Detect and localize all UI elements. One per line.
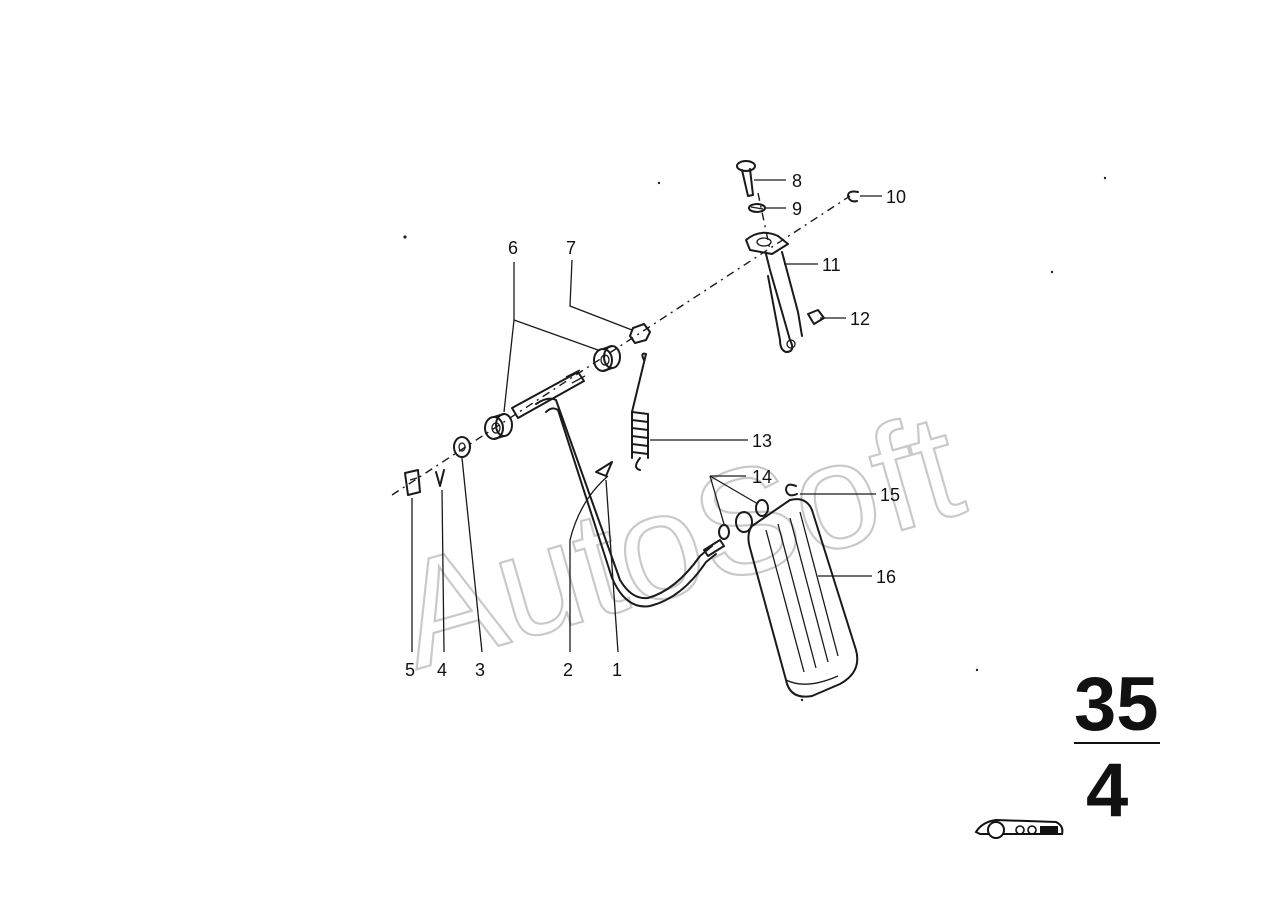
part-label-16: 16 [876, 567, 896, 587]
part-4-pin [435, 469, 445, 487]
part-3-washer [453, 436, 471, 458]
part-label-3: 3 [475, 660, 485, 680]
part-label-8: 8 [792, 171, 802, 191]
part-8-bolt [736, 160, 756, 197]
part-label-7: 7 [566, 238, 576, 258]
sub-number: 4 [1086, 748, 1128, 833]
part-label-13: 13 [752, 431, 772, 451]
part-label-14: 14 [752, 467, 772, 487]
part-label-15: 15 [880, 485, 900, 505]
part-7-nut [629, 323, 651, 344]
part-15-clip [785, 483, 798, 497]
part-label-11: 11 [822, 255, 841, 275]
part-label-1: 1 [612, 660, 622, 680]
part-12-nut [807, 309, 825, 325]
part-label-4: 4 [437, 660, 447, 680]
part-6-bushing-lower [484, 413, 513, 440]
assembly-axis-line [391, 195, 851, 496]
part-label-9: 9 [792, 199, 802, 219]
part-6-bushing-upper [593, 345, 621, 372]
part-2-clip [595, 461, 613, 477]
pivot-axis-line [757, 192, 771, 251]
part-10-circlip [847, 190, 859, 203]
part-11-bearing-bracket [745, 231, 803, 353]
part-14-pivot-parts [718, 499, 769, 540]
part-label-5: 5 [405, 660, 415, 680]
part-label-6: 6 [508, 238, 518, 258]
part-16-accelerator-pedal [747, 498, 859, 698]
part-1-pedal-lever [511, 369, 725, 608]
scan-specks [403, 176, 1107, 702]
leader-lines [411, 179, 882, 653]
group-number: 35 [1074, 662, 1159, 747]
car-series-icon [974, 818, 1064, 839]
part-9-lock-washer [748, 203, 766, 213]
watermark-text: AutoSoft [379, 380, 978, 700]
part-label-2: 2 [563, 660, 573, 680]
part-13-return-spring [631, 352, 649, 471]
part-label-10: 10 [886, 187, 906, 207]
part-label-12: 12 [850, 309, 870, 329]
part-5-clip [404, 469, 421, 496]
